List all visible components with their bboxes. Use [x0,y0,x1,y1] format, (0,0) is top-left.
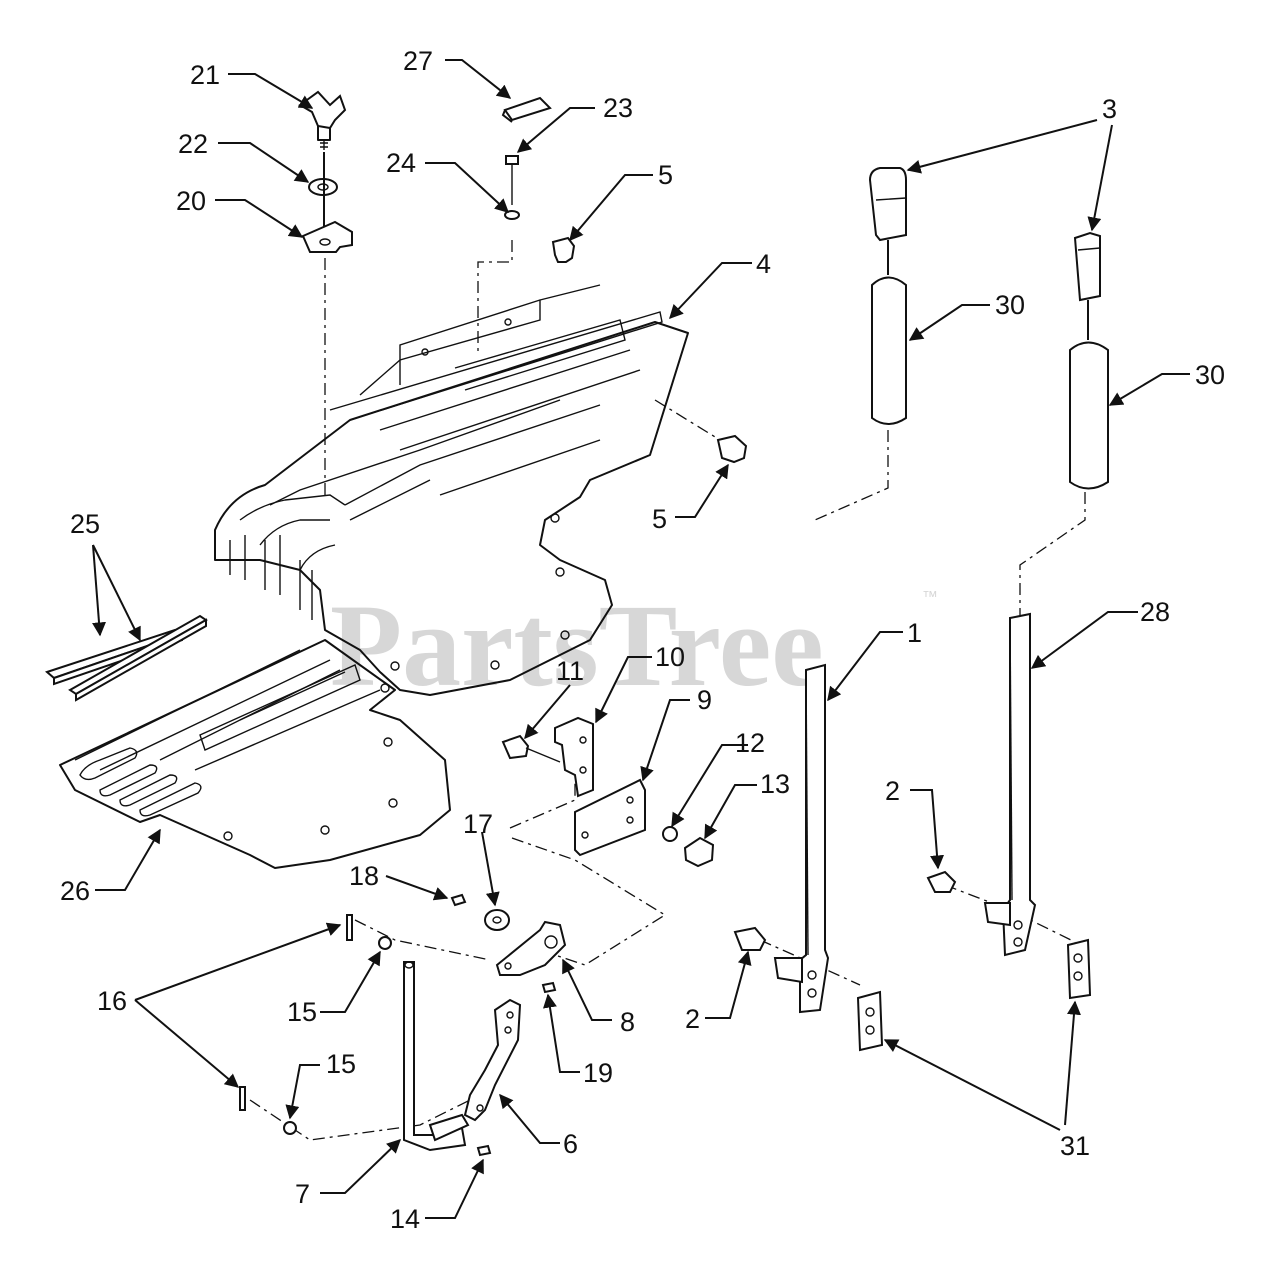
callout-22: 22 [178,129,208,159]
cotter-pin-part-16-top [346,914,353,941]
bolt-part-2-right [926,870,957,893]
trademark-symbol: ™ [922,589,938,606]
bolt-part-11 [501,734,530,760]
arm-part-6 [463,998,522,1122]
washer-part-15-top [378,936,392,950]
callout-4: 4 [756,249,771,279]
callout-11: 11 [556,656,584,686]
cylinder-part-30-left [871,276,907,425]
plate-part-31-left [856,990,884,1052]
callout-28: 28 [1140,597,1170,627]
pin-part-18 [450,893,467,907]
callout-21: 21 [190,60,220,90]
callout-6: 6 [563,1129,578,1159]
bolt-part-2-left [733,926,767,951]
callout-14: 14 [390,1204,420,1234]
bar-part-1 [799,663,830,1014]
leader-lines [92,59,1190,1219]
bracket-part-10 [554,716,594,798]
callout-2-left: 2 [685,1004,700,1034]
callout-27: 27 [403,46,433,76]
washer-part-17 [484,909,510,931]
callout-10: 10 [655,642,685,672]
callout-30-right: 30 [1195,360,1225,390]
wing-knob-part-21 [298,90,347,150]
callout-20: 20 [176,186,206,216]
callout-23: 23 [603,93,633,123]
callout-5-bottom: 5 [652,504,667,534]
washer-part-15-bottom [283,1121,297,1135]
floor-pan-assembly [59,284,689,869]
callout-15-bottom: 15 [326,1049,356,1079]
cap-part-3-right [1073,231,1101,302]
clip-part-27 [501,96,552,123]
callout-16: 16 [97,986,127,1016]
callout-3: 3 [1102,94,1117,124]
callout-18: 18 [349,861,379,891]
callout-2-right: 2 [885,776,900,806]
center-line-30a [814,430,889,521]
center-line-23 [477,240,513,355]
center-line-9 [509,780,576,829]
washer-part-24 [504,210,520,220]
lever-part-8 [495,920,567,976]
washer-part-12 [662,826,678,842]
callout-25: 25 [70,509,100,539]
cap-part-3-left [868,167,907,242]
callout-5-top: 5 [658,160,673,190]
callout-13: 13 [760,769,790,799]
center-line-30b [1019,492,1086,620]
bolt-part-5-side [716,434,748,464]
callout-30-left: 30 [995,290,1025,320]
callout-12: 12 [735,728,765,758]
callout-9: 9 [697,685,712,715]
bolt-part-5-top [551,236,576,263]
callout-1: 1 [907,618,922,648]
pin-part-14 [476,1144,492,1157]
pin-part-19 [541,981,557,994]
center-line-16b [249,1099,471,1141]
callout-15-top: 15 [287,997,317,1027]
center-line-16a [354,919,491,961]
callout-7: 7 [295,1179,310,1209]
center-line-5 [654,399,721,441]
bracket-part-20 [301,220,353,253]
plate-part-31-right [1066,938,1092,1000]
screw-part-23 [505,155,519,165]
callout-19: 19 [583,1058,613,1088]
cylinder-part-30-right [1069,341,1109,490]
callout-31: 31 [1060,1131,1090,1161]
callout-24: 24 [386,148,416,178]
cotter-pin-part-16-bottom [239,1086,246,1111]
callout-17: 17 [463,809,493,839]
callout-26: 26 [60,876,90,906]
callout-8: 8 [620,1007,635,1037]
rails-part-25 [45,614,208,702]
nut-part-13 [683,836,715,868]
center-line-8 [511,837,667,966]
callout-labels: 21 22 20 27 23 24 5 4 5 3 30 30 25 28 1 … [60,46,1225,1234]
